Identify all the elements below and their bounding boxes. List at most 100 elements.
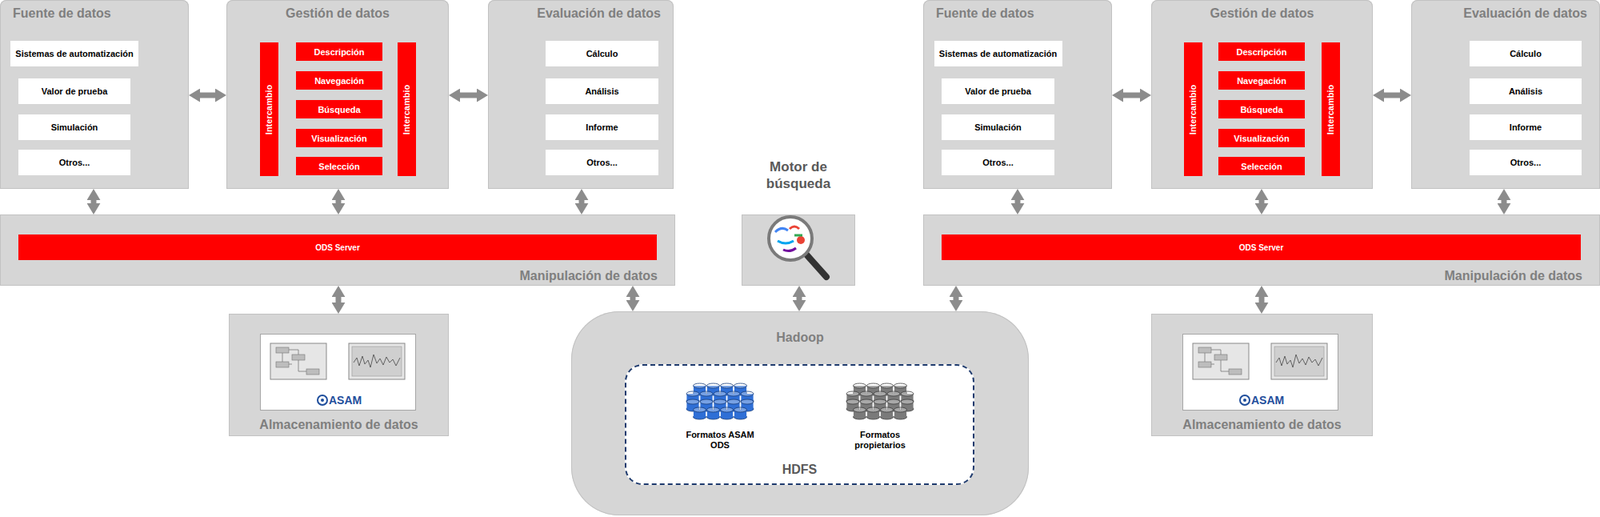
function-box-text: Descripción <box>1236 47 1288 57</box>
function-box-text: Selección <box>318 161 360 172</box>
group-panel-text: Evaluación de datos <box>1463 6 1588 21</box>
source-item-box-text: Cálculo <box>1509 48 1542 59</box>
handling-band: Manipulación de datos ODS Server <box>923 214 1600 286</box>
double-arrow-connector <box>579 200 585 204</box>
function-box: Selección <box>296 156 383 176</box>
exchange-bar-text: Intercambio <box>1326 84 1336 134</box>
exchange-bar: Intercambio <box>397 42 416 176</box>
double-arrow-connector <box>460 92 477 99</box>
exchange-bar-text: Intercambio <box>264 84 275 134</box>
function-box-text: Selección <box>1240 161 1282 172</box>
group-panel-text: Fuente de datos <box>12 6 112 21</box>
double-arrow-connector <box>1123 92 1140 99</box>
group-panel-text: Fuente de datos <box>936 6 1035 21</box>
double-arrow-connector <box>1259 296 1265 303</box>
handling-band: Manipulación de datos ODS Server <box>0 214 676 286</box>
hdfs-region-text: HDFS <box>782 462 818 477</box>
source-item-box-text: Informe <box>585 122 618 132</box>
function-box-text: Descripción <box>314 47 365 57</box>
source-item-box: Otros... <box>1469 149 1582 176</box>
source-item-box: Informe <box>1469 114 1582 140</box>
source-item-box: Sistemas de automatización <box>10 40 139 67</box>
double-arrow-connector <box>1259 200 1265 204</box>
function-box: Navegación <box>1218 71 1305 90</box>
source-item-box-text: Valor de prueba <box>964 86 1032 96</box>
source-item-box: Cálculo <box>1469 40 1582 67</box>
asam-store-box-text: ASAM <box>328 393 362 407</box>
double-arrow-connector <box>336 296 342 303</box>
group-panel: Fuente de datosSistemas de automatizació… <box>0 0 189 189</box>
function-box-text: Visualización <box>311 133 368 144</box>
group-panel: Evaluación de datosCálculoAnálisisInform… <box>488 0 674 189</box>
source-item-box: Otros... <box>545 149 659 176</box>
handling-band-text: Manipulación de datos <box>520 268 658 284</box>
function-box: Descripción <box>1218 42 1305 61</box>
double-arrow-connector <box>630 296 636 300</box>
source-item-box-text: Otros... <box>586 157 618 168</box>
format-store: Formatos propietarios <box>832 376 928 452</box>
server-bar: ODS Server <box>941 234 1581 260</box>
source-item-box-text: Otros... <box>1510 157 1542 168</box>
source-item-box: Valor de prueba <box>18 78 131 104</box>
double-arrow-connector <box>1501 200 1508 204</box>
source-item-box-text: Valor de prueba <box>41 86 108 96</box>
group-panel: Gestión de datosIntercambio DescripciónNa… <box>1151 0 1373 189</box>
function-box: Visualización <box>1218 128 1305 148</box>
asam-store-box-text: ASAM <box>1251 393 1284 407</box>
function-box: Búsqueda <box>296 100 383 119</box>
source-item-box-text: Cálculo <box>586 48 619 59</box>
double-arrow-connector <box>953 296 960 300</box>
hdfs-region: HDFS Formatos ASAM ODS Formatos propietari… <box>624 364 975 485</box>
asam-store-box: ASAM <box>260 333 416 411</box>
format-store-text: Formatos propietarios <box>844 429 916 451</box>
storage-panel: Almacenamiento de datos ASAM <box>1151 313 1373 436</box>
search-engine-icon <box>741 214 856 286</box>
format-store: Formatos ASAM ODS <box>668 376 772 452</box>
source-item-box: Simulación <box>18 114 131 140</box>
source-item-box-text: Sistemas de automatización <box>15 48 133 59</box>
server-bar-text: ODS Server <box>315 243 360 252</box>
group-panel-text: Evaluación de datos <box>536 6 661 21</box>
search-engine-box-text: Motor de búsqueda <box>746 158 851 193</box>
double-arrow-connector <box>1015 200 1021 204</box>
exchange-bar-text: Intercambio <box>402 84 412 134</box>
double-arrow-connector <box>91 200 97 204</box>
server-bar: ODS Server <box>18 234 657 260</box>
function-box: Búsqueda <box>1218 100 1305 119</box>
source-item-box: Simulación <box>941 114 1055 140</box>
exchange-bar: Intercambio <box>1321 42 1340 176</box>
hadoop-cluster: HadoopHDFS Formatos ASAM ODS Formatos prop… <box>571 311 1029 516</box>
search-engine-box: Motor de búsqueda <box>741 214 856 286</box>
double-arrow-connector <box>796 296 803 300</box>
exchange-bar-text: Intercambio <box>1188 84 1199 134</box>
source-item-box: Valor de prueba <box>941 78 1055 104</box>
source-item-box: Cálculo <box>545 40 659 67</box>
source-item-box-text: Informe <box>1509 122 1542 132</box>
function-box-text: Búsqueda <box>317 104 360 115</box>
function-box-text: Navegación <box>314 76 364 86</box>
function-box: Selección <box>1218 156 1305 176</box>
asam-store-box: ASAM <box>1182 333 1339 411</box>
group-panel-text: Gestión de datos <box>1210 6 1315 21</box>
source-item-box-text: Otros... <box>982 157 1014 168</box>
function-box-text: Búsqueda <box>1240 104 1283 115</box>
double-arrow-connector <box>1384 92 1400 99</box>
handling-band-text: Manipulación de datos <box>1444 268 1583 284</box>
storage-panel: Almacenamiento de datos ASAM <box>228 313 449 436</box>
hadoop-cluster-text: Hadoop <box>776 330 824 345</box>
function-box-text: Navegación <box>1236 76 1287 86</box>
source-item-box: Análisis <box>545 78 659 104</box>
source-item-box: Análisis <box>1469 78 1582 104</box>
storage-panel-text: Almacenamiento de datos <box>1182 417 1341 432</box>
function-box-text: Visualización <box>1233 133 1290 144</box>
source-item-box-text: Análisis <box>584 86 619 96</box>
double-arrow-connector <box>336 200 342 204</box>
exchange-bar: Intercambio <box>1184 42 1203 176</box>
source-item-box-text: Simulación <box>51 122 99 132</box>
function-box: Descripción <box>296 42 383 61</box>
group-panel: Fuente de datosSistemas de automatizació… <box>923 0 1112 189</box>
source-item-box-text: Simulación <box>974 122 1022 132</box>
source-item-box: Otros... <box>18 149 131 176</box>
exchange-bar: Intercambio <box>260 42 279 176</box>
